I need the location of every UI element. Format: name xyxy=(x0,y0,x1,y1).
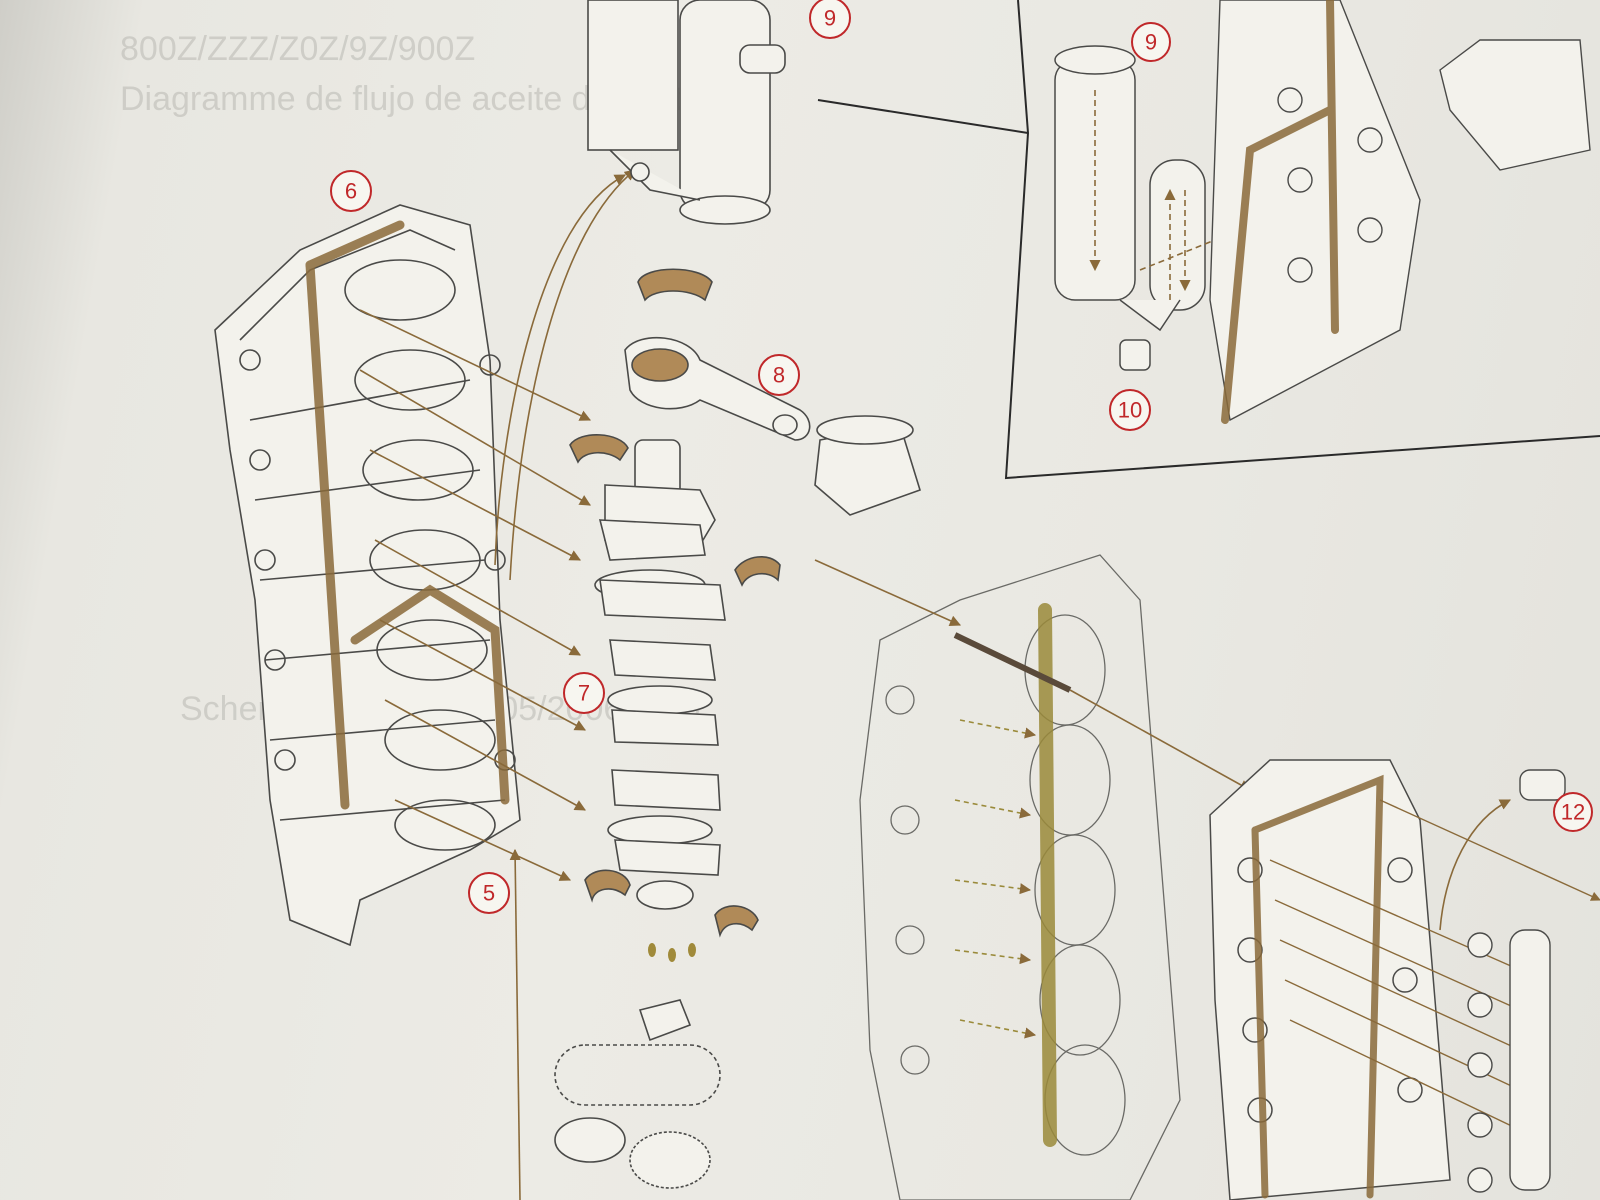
callout-9-inset: 9 xyxy=(1131,22,1171,62)
callout-label: 12 xyxy=(1561,800,1585,825)
callout-label: 9 xyxy=(1145,30,1157,55)
oil-drips xyxy=(648,943,696,962)
callout-6: 6 xyxy=(330,170,372,212)
connecting-rod-assembly xyxy=(569,268,921,587)
inset-oil-passages xyxy=(1221,0,1339,424)
callout-12: 12 xyxy=(1553,792,1593,832)
bleed-text-line-1: 800Z/ZZZ/Z0Z/9Z/900Z xyxy=(120,30,475,68)
inset-block-section xyxy=(1209,0,1591,422)
inset-filter-housing xyxy=(1054,45,1206,371)
flow-arrows-right xyxy=(814,559,1512,931)
crankshaft xyxy=(584,439,759,938)
camshaft-flow-arrows xyxy=(1269,799,1600,1131)
callout-9-top: 9 xyxy=(809,0,851,39)
callout-label: 7 xyxy=(578,681,590,706)
inset-flow-arrows xyxy=(1089,90,1242,300)
callout-10: 10 xyxy=(1109,389,1151,431)
crankcase-oil-passages xyxy=(305,220,510,810)
block-branch-arrows xyxy=(954,719,1037,1039)
callout-7: 7 xyxy=(563,672,605,714)
crankcase-block xyxy=(214,204,521,947)
cylinder-head xyxy=(1209,759,1451,1200)
oil-filter-assembly-top xyxy=(587,0,786,225)
callout-label: 5 xyxy=(483,881,495,906)
callout-8: 8 xyxy=(758,354,800,396)
callout-5: 5 xyxy=(468,872,510,914)
timing-chain-assembly xyxy=(554,999,721,1189)
callout-label: 6 xyxy=(345,179,357,204)
camshaft xyxy=(1467,769,1566,1193)
cylinder-block xyxy=(859,554,1181,1200)
callout-label: 10 xyxy=(1118,398,1142,423)
cylinder-block-oil-gallery xyxy=(1038,603,1057,1147)
callout-label: 8 xyxy=(773,363,785,388)
inset-box xyxy=(817,0,1600,480)
dipstick-tube xyxy=(953,632,1072,693)
callout-label: 9 xyxy=(824,6,836,31)
flow-arrows-left xyxy=(359,169,636,1200)
cylinder-head-oil-passages xyxy=(1251,774,1384,1199)
